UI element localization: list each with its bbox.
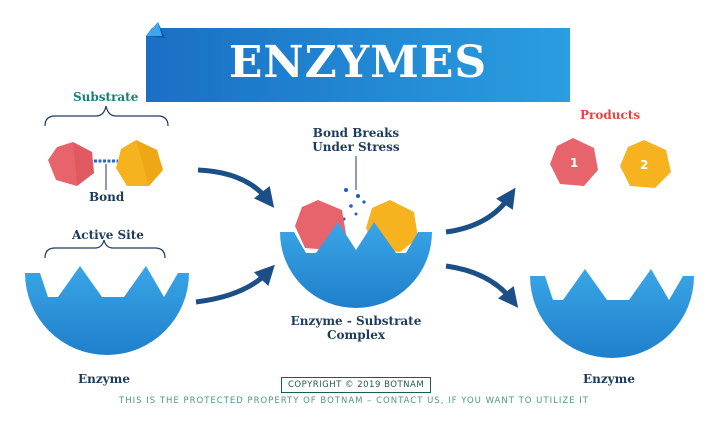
substrate-brace (44, 105, 169, 127)
title-banner (146, 22, 570, 102)
enzyme-left-shape (25, 266, 189, 355)
enzyme-right-shape (530, 269, 694, 358)
bond-fragments (342, 188, 366, 221)
arrow-complex-to-enzyme (445, 263, 519, 308)
bond-breaks-line2: Under Stress (312, 140, 400, 154)
product-2-hexagon (620, 140, 671, 188)
bond-breaks-label: Bond Breaks Under Stress (306, 126, 406, 154)
substrate-label: Substrate (73, 90, 139, 104)
substrate-red-hexagon-shade (73, 142, 94, 186)
enzyme-right-label: Enzyme (583, 372, 635, 386)
property-notice: THIS IS THE PROTECTED PROPERTY OF BOTNAM… (119, 396, 589, 406)
complex-enzyme-shape (280, 222, 432, 308)
product-1-hexagon (550, 138, 598, 186)
copyright-notice: COPYRIGHT © 2019 BOTNAM (281, 377, 432, 393)
products-label: Products (580, 108, 641, 122)
arrow-complex-to-products (445, 187, 516, 235)
arrow-substrate-to-complex (197, 167, 275, 208)
complex-line1: Enzyme - Substrate (290, 314, 422, 328)
page-title: ENZYMES (228, 36, 488, 88)
active-site-label: Active Site (72, 228, 144, 242)
active-site-brace (44, 239, 166, 259)
complex-label: Enzyme - Substrate Complex (283, 314, 429, 342)
enzyme-left-label: Enzyme (78, 372, 130, 386)
complex-line2: Complex (327, 328, 385, 342)
arrow-enzyme-to-complex (195, 264, 275, 305)
product-1-number: 1 (570, 156, 579, 170)
bond-breaks-line1: Bond Breaks (312, 126, 400, 140)
substrate-yellow-hexagon-shade (136, 140, 163, 186)
product-2-number: 2 (640, 158, 649, 172)
bond-label: Bond (89, 190, 125, 204)
